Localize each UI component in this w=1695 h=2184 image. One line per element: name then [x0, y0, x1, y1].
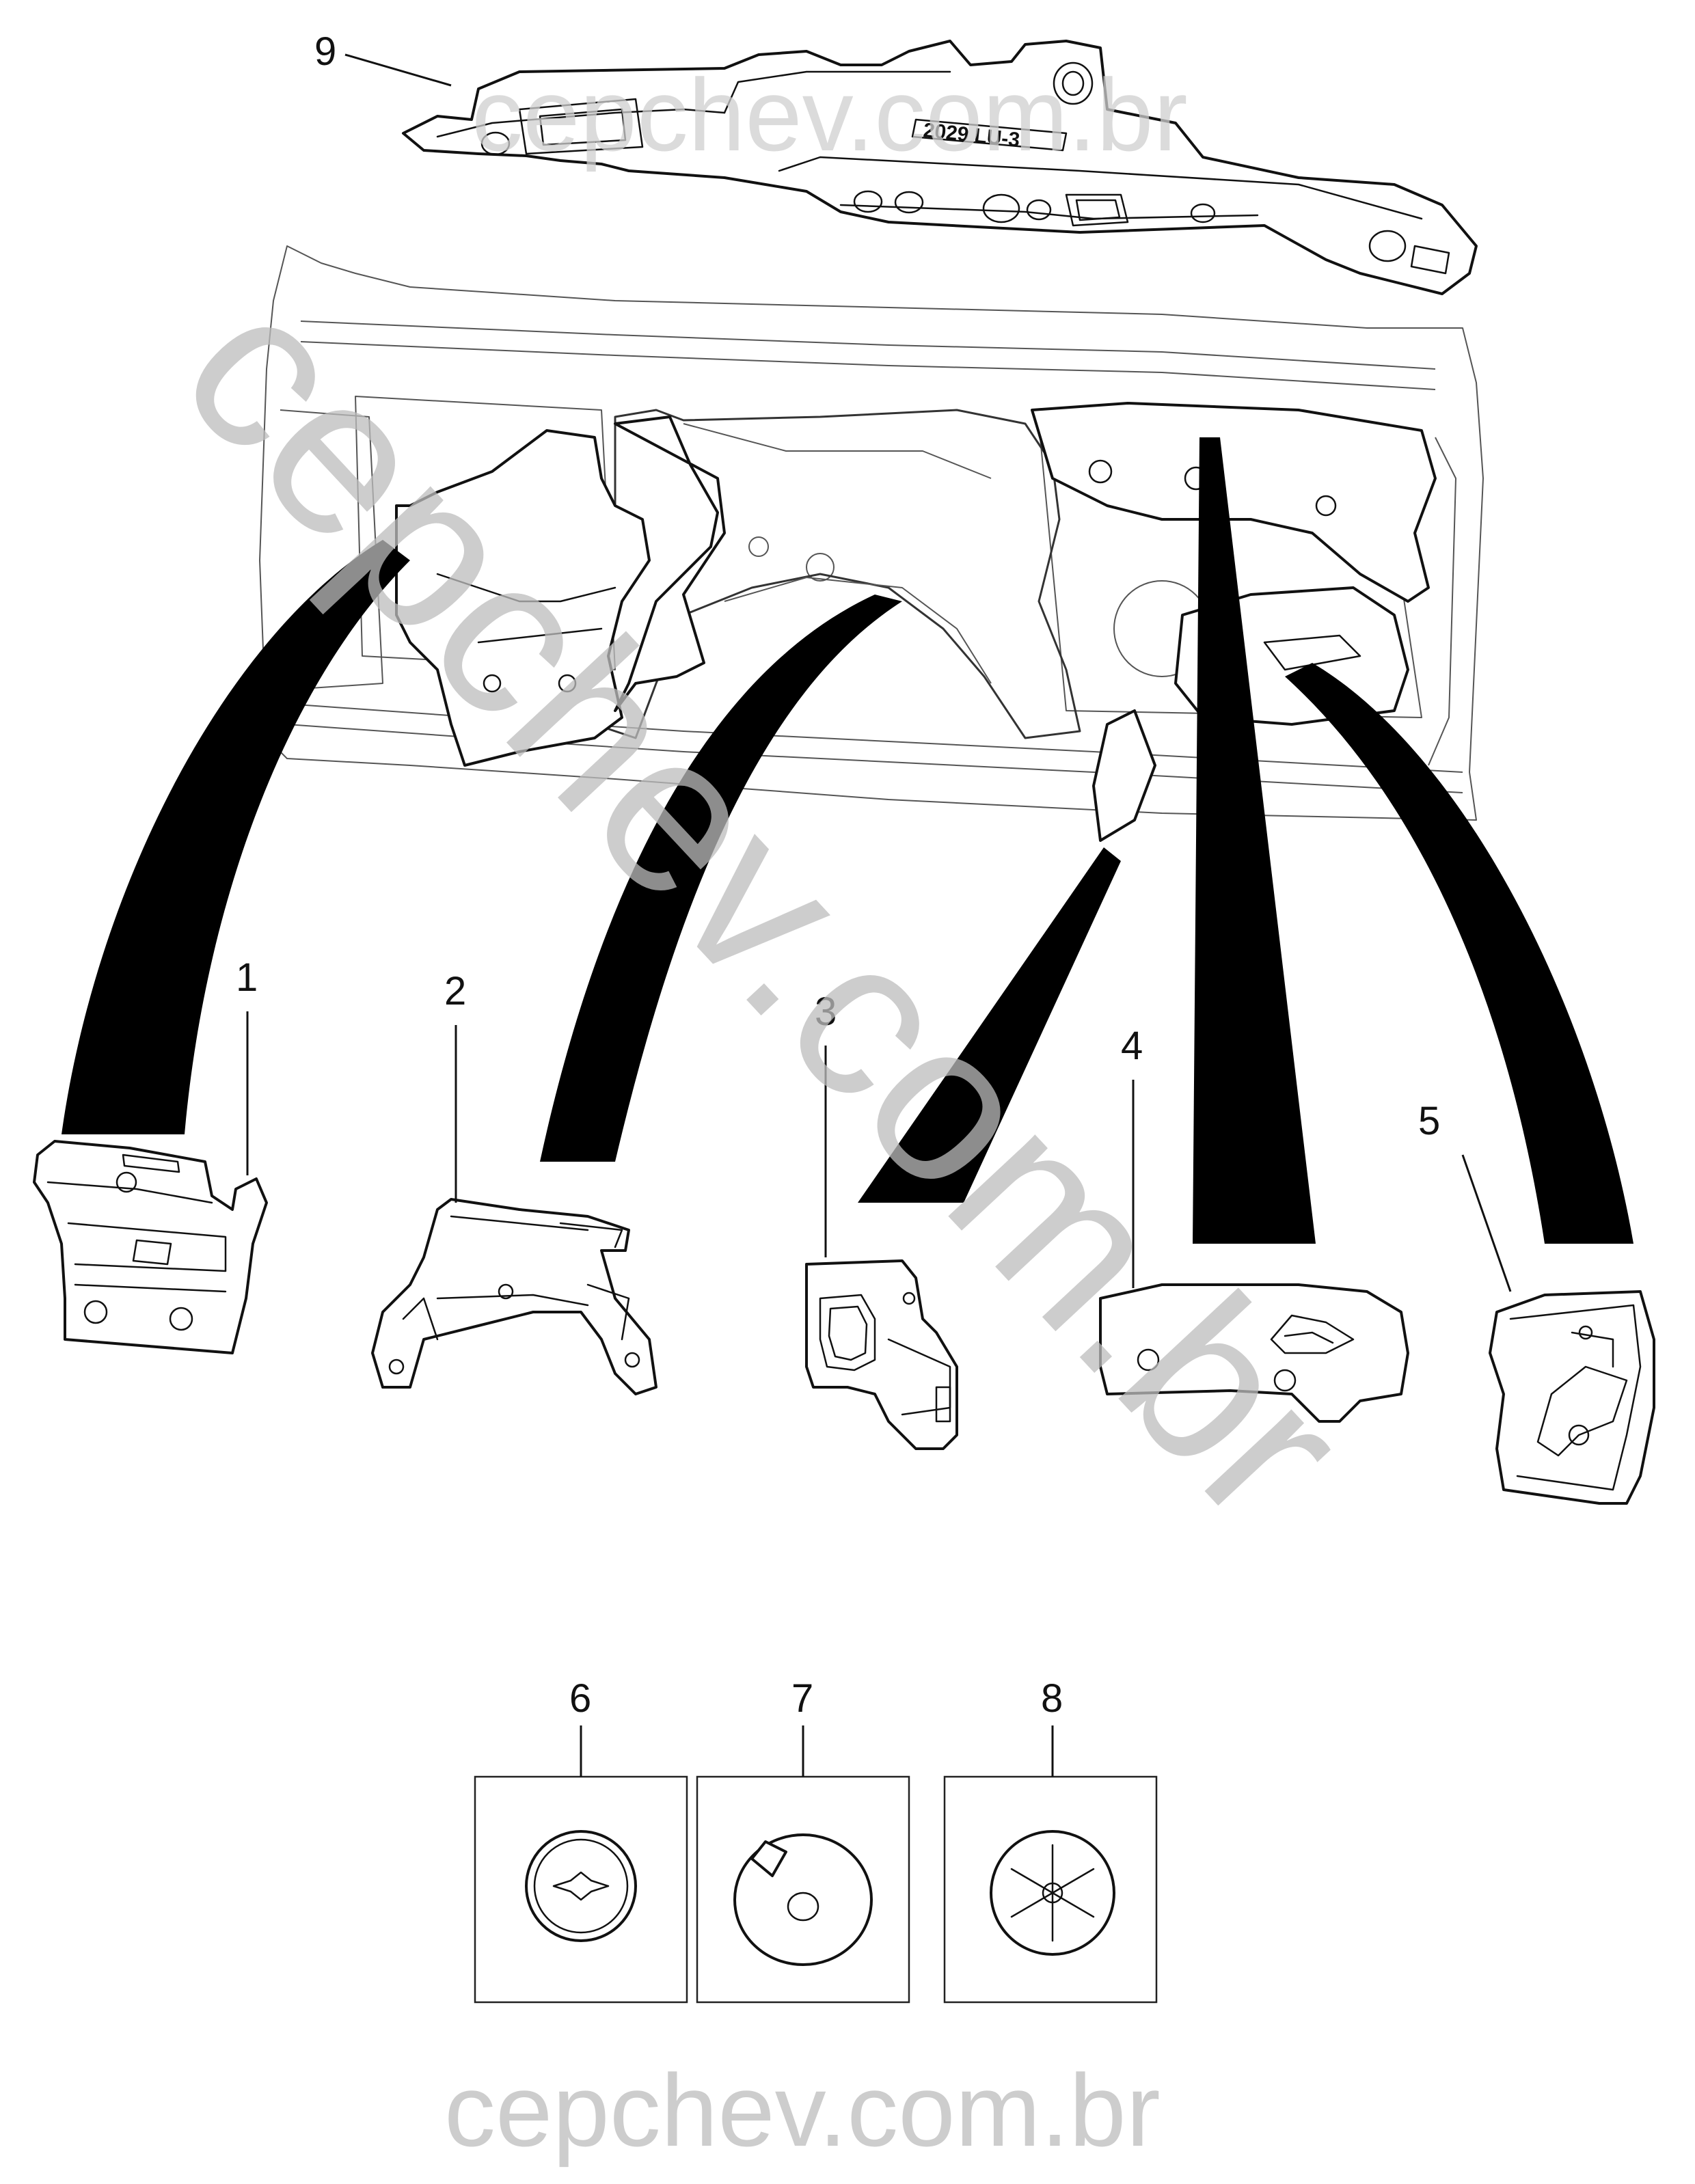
callout-2: 2 — [444, 969, 466, 1013]
part-9-cowl-panel: 2029 LU-3 — [402, 40, 1478, 295]
callout-5: 5 — [1418, 1099, 1440, 1143]
part-8-star-clip: 8 — [943, 1676, 1158, 2004]
part-7-push-pin: 7 — [696, 1676, 910, 2004]
callout-7: 7 — [791, 1676, 813, 1721]
part-4-insulator: 4 — [1099, 1024, 1409, 1423]
watermark-bottom: cepchev.com.br — [444, 2053, 1161, 2168]
part-9-leader-line — [344, 53, 452, 87]
leader-swooshes — [62, 437, 1633, 1244]
part-5-leader-line — [1461, 1154, 1512, 1292]
callout-1: 1 — [236, 955, 258, 1000]
callout-6: 6 — [569, 1676, 591, 1721]
part-6-fastener: 6 — [474, 1676, 688, 2004]
callout-3: 3 — [815, 989, 837, 1034]
leader-swoosh-2 — [540, 595, 902, 1162]
part-8-box — [943, 1775, 1158, 2004]
leader-swoosh-5 — [1285, 663, 1633, 1244]
part-5-insulator: 5 — [1418, 1099, 1655, 1505]
part-1-insulator: 1 — [33, 955, 268, 1354]
watermark-top: cepchev.com.br — [472, 57, 1188, 172]
leader-swoosh-1 — [62, 540, 410, 1134]
callout-9: 9 — [314, 29, 336, 74]
leader-swoosh-3 — [858, 847, 1121, 1203]
part-2-insulator: 2 — [371, 969, 657, 1395]
part-3-insulator: 3 — [805, 989, 958, 1450]
leader-swoosh-4 — [1193, 437, 1316, 1244]
callout-4: 4 — [1121, 1024, 1143, 1068]
callout-8: 8 — [1041, 1676, 1063, 1721]
